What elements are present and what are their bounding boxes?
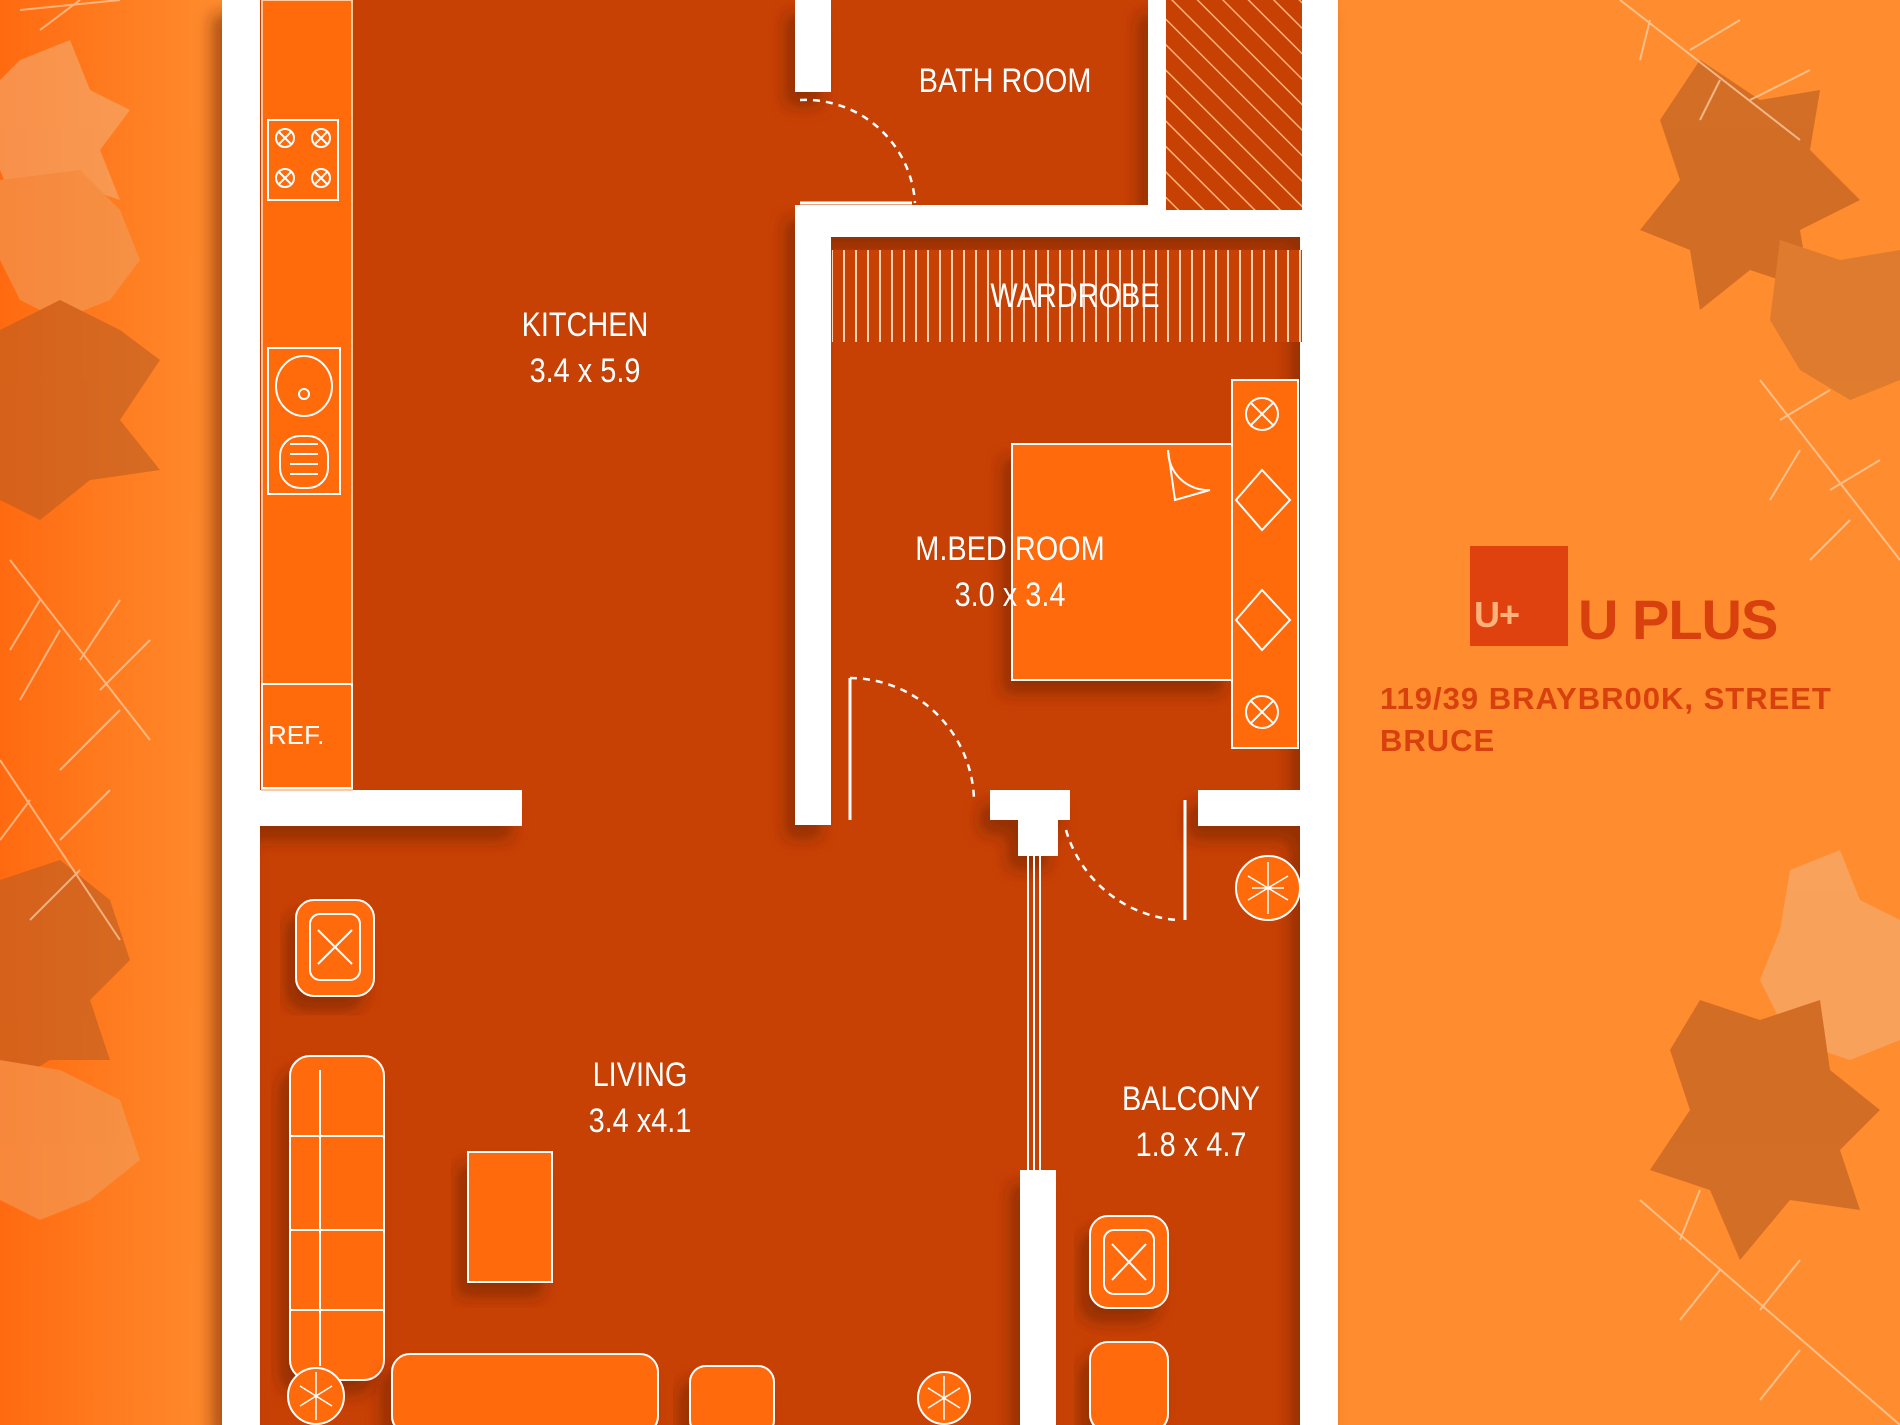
brand-name: U PLUS bbox=[1578, 588, 1778, 651]
bathroom-label: BATH ROOM bbox=[899, 58, 1112, 104]
bedroom-size: 3.0 x 3.4 bbox=[954, 576, 1066, 614]
bed-icon bbox=[1012, 444, 1234, 680]
sofa-icon bbox=[289, 1055, 385, 1381]
kitchen-size: 3.4 x 5.9 bbox=[529, 352, 641, 390]
floor-area bbox=[222, 0, 1338, 1425]
walls bbox=[222, 0, 1338, 1425]
address: 119/39 BRAYBR00K, STREET BRUCE bbox=[1380, 678, 1900, 762]
bedroom-name: M.BED ROOM bbox=[915, 530, 1105, 568]
leaf-icon bbox=[1640, 60, 1900, 1260]
wardrobe-label: WARDROBE bbox=[952, 276, 1199, 316]
kitchen-counter bbox=[261, 0, 353, 791]
balcony-size: 1.8 x 4.7 bbox=[1135, 1126, 1247, 1164]
living-label: LIVING 3.4 x4.1 bbox=[534, 1052, 747, 1144]
address-line-1: 119/39 BRAYBR00K, STREET bbox=[1380, 681, 1832, 716]
door-swing-icon bbox=[799, 98, 1179, 922]
wardrobe-name: WARDROBE bbox=[990, 277, 1160, 315]
refrigerator-label: REF. bbox=[268, 720, 325, 750]
balcony-name: BALCONY bbox=[1121, 1080, 1261, 1118]
wardrobe bbox=[832, 250, 1302, 342]
sink-icon bbox=[267, 347, 341, 495]
bathroom-name: BATH ROOM bbox=[918, 62, 1092, 100]
balcony-label: BALCONY 1.8 x 4.7 bbox=[1085, 1076, 1298, 1168]
coffee-table bbox=[467, 1151, 553, 1283]
logo-mark: U+ bbox=[1470, 546, 1568, 646]
kitchen-label: KITCHEN 3.4 x 5.9 bbox=[479, 302, 692, 394]
logo-mark-text: U+ bbox=[1474, 594, 1520, 635]
living-size: 3.4 x4.1 bbox=[588, 1102, 692, 1140]
armchair-icon bbox=[689, 1365, 775, 1425]
bedroom-label: M.BED ROOM 3.0 x 3.4 bbox=[900, 526, 1121, 618]
address-line-2: BRUCE bbox=[1380, 723, 1496, 758]
brand-logo: U+ U PLUS bbox=[1470, 546, 1790, 651]
sofa-icon bbox=[391, 1353, 659, 1425]
living-name: LIVING bbox=[592, 1056, 688, 1094]
kitchen-name: KITCHEN bbox=[521, 306, 649, 344]
stove-icon bbox=[267, 119, 339, 201]
